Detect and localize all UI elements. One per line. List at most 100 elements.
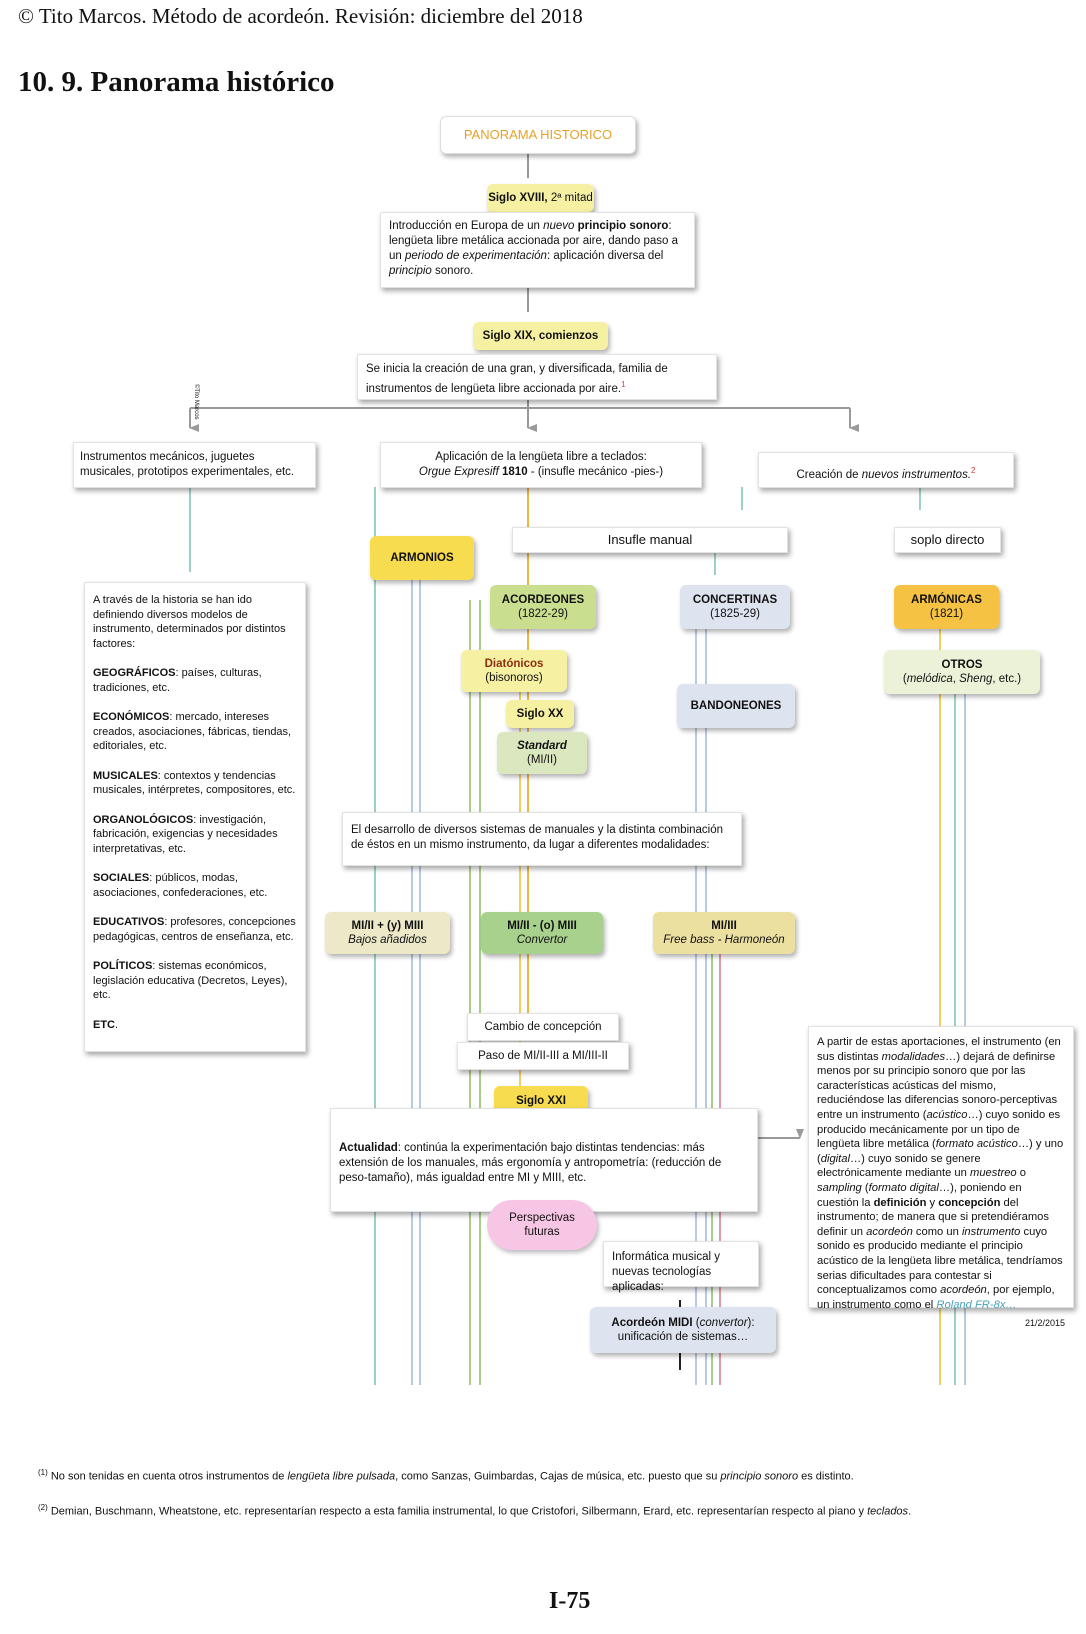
- footnote-text: lengüeta libre pulsada: [287, 1470, 396, 1483]
- otros-text: , etc.): [992, 673, 1022, 685]
- page-header: © Tito Marcos. Método de acordeón. Revis…: [18, 4, 583, 28]
- bandoneones-node: BANDONEONES: [677, 684, 795, 728]
- midi-text: convertor: [699, 1317, 748, 1329]
- partir-text: del instrumento; de manera que si preten…: [817, 1196, 1049, 1238]
- factor-key: ORGANOLÓGICOS: [93, 813, 194, 826]
- partir-text: …) cuyo sonido es producido mecánicament…: [817, 1108, 1061, 1151]
- actualidad-key: Actualidad: [339, 1142, 398, 1154]
- standard-sub: (MI/II): [526, 754, 558, 766]
- partir-text: acordeón: [940, 1284, 987, 1297]
- concertinas-label: CONCERTINAS: [692, 594, 778, 606]
- intro-text: sonoro.: [431, 265, 474, 277]
- armonicas-year: (1821): [929, 608, 964, 620]
- siglo-xix-text-box: Se inicia la creación de una gran, y div…: [357, 354, 717, 400]
- intro-text: Introducción en Europa de un: [389, 220, 544, 232]
- factor-key: GEOGRÁFICOS: [93, 667, 176, 679]
- section-title: 10. 9. Panorama histórico: [18, 66, 335, 98]
- partir-text: instrumento: [961, 1225, 1021, 1238]
- partir-text: digital: [820, 1152, 850, 1165]
- factor-key: MUSICALES: [93, 769, 158, 782]
- partir-text: …) cuyo sonido se genere electrónicament…: [817, 1152, 981, 1180]
- partir-date: 21/2/2015: [1024, 1318, 1065, 1329]
- otros-text: melódica: [906, 673, 953, 685]
- partir-text: acústico: [926, 1108, 968, 1121]
- partir-text: concepción: [938, 1196, 1001, 1209]
- partir-text: sampling: [817, 1181, 862, 1194]
- factor-value: : profesores, concepciones pedagógicas, …: [93, 916, 296, 943]
- intro-text: principio: [389, 265, 432, 277]
- otros-label: OTROS: [941, 659, 983, 671]
- acordeones-node: ACORDEONES (1822-29): [490, 585, 596, 629]
- footnote-1-marker: (1): [38, 1468, 48, 1477]
- factor-value: : sistemas económicos, legislación educa…: [93, 960, 288, 1001]
- footnote-text: No son tenidas en cuenta otros instrumen…: [47, 1470, 288, 1483]
- siglo-xviii-rest: 2ª mitad: [547, 192, 593, 204]
- modalidad-freebass-label: MI/III: [711, 920, 737, 932]
- concertinas-node: CONCERTINAS (1825-29): [680, 585, 790, 629]
- siglo-xviii-badge: Siglo XVIII, 2ª mitad: [487, 184, 594, 212]
- armonicas-node: ARMÓNICAS (1821): [894, 585, 999, 629]
- factor-key: SOCIALES: [93, 872, 150, 884]
- footnote-text: , como Sanzas, Guimbardas, Cajas de músi…: [395, 1470, 721, 1483]
- intro-text: : lengüeta libre metálica accionada por …: [389, 220, 678, 262]
- footnote-ref-1[interactable]: 1: [621, 380, 626, 389]
- modalidad-bajos-sub: Bajos añadidos: [348, 934, 427, 946]
- modalidad-bajos-label: MI/II + (y) MIII: [351, 920, 424, 932]
- paso-box: Paso de MI/II-III a MI/III-II: [457, 1042, 629, 1070]
- factor-key: ECONÓMICOS: [93, 711, 170, 723]
- diatonicos-node: Diatónicos (bisonoros): [461, 650, 567, 692]
- partir-text: formato acústico: [935, 1138, 1018, 1151]
- teclados-box: Aplicación de la lengüeta libre a teclad…: [380, 442, 702, 488]
- factor-value: : contextos y tendencias musicales, inté…: [93, 769, 296, 797]
- desarrollo-box: El desarrollo de diversos sistemas de ma…: [342, 812, 742, 866]
- intro-text: periodo de experimentación: [405, 250, 547, 262]
- teclados-year: 1810: [498, 466, 528, 478]
- intro-text: principio sonoro: [577, 220, 669, 232]
- roland-link[interactable]: Roland FR-8x…: [936, 1298, 1017, 1311]
- modalidad-convertor-node: MI/II - (o) MIII Convertor: [481, 912, 603, 954]
- footnote-ref-2[interactable]: 2: [971, 466, 976, 475]
- factor-value: : investigación, fabricación, exigencias…: [93, 813, 278, 855]
- modalidad-freebass-sub: Free bass - Harmoneón: [663, 934, 785, 946]
- factores-box: A través de la historia se han ido defin…: [84, 582, 306, 1052]
- otros-text: (: [902, 673, 907, 685]
- factor-value: : mercado, intereses creados, asociacion…: [93, 711, 292, 752]
- informatica-box: Informática musical y nuevas tecnologías…: [603, 1241, 759, 1293]
- standard-node: Standard (MI/II): [497, 732, 587, 774]
- footnote-1: (1) No son tenidas en cuenta otros instr…: [38, 1468, 854, 1483]
- nuevos-text: Creación de: [796, 468, 862, 481]
- intro-text: : aplicación diversa del: [546, 250, 664, 262]
- root-node: PANORAMA HISTORICO: [440, 116, 636, 154]
- partir-text: como un: [912, 1225, 962, 1238]
- factor-key: EDUCATIVOS: [93, 916, 165, 928]
- factor-key: ETC: [93, 1018, 115, 1031]
- midi-line2: unificación de sistemas…: [617, 1331, 749, 1343]
- footnote-text: .: [908, 1505, 912, 1518]
- soplo-directo-box: soplo directo: [894, 527, 1001, 553]
- partir-text: , por ejemplo, un instrumento como el: [817, 1284, 1055, 1311]
- siglo-xix-text: Se inicia la creación de una gran, y div…: [366, 363, 668, 395]
- acordeones-year: (1822-29): [518, 608, 568, 620]
- siglo-xix-badge: Siglo XIX, comienzos: [473, 322, 608, 350]
- footnote-text: Demian, Buschmann, Wheatstone, etc. repr…: [47, 1505, 868, 1518]
- otros-text: Sheng: [959, 673, 993, 685]
- standard-label: Standard: [517, 740, 567, 752]
- armonicas-label: ARMÓNICAS: [911, 594, 982, 606]
- footnote-text: principio sonoro: [720, 1470, 799, 1483]
- midi-text: (: [692, 1317, 700, 1329]
- factores-intro: A través de la historia se han ido defin…: [93, 594, 286, 650]
- otros-node: OTROS (melódica, Sheng, etc.): [884, 650, 1040, 694]
- perspectivas-cloud: Perspectivas futuras: [487, 1200, 597, 1250]
- modalidad-convertor-label: MI/II - (o) MIII: [507, 920, 577, 932]
- actualidad-box: Actualidad: continúa la experimentación …: [330, 1108, 758, 1212]
- partir-text: formato digital: [868, 1181, 939, 1194]
- actualidad-text: : continúa la experimentación bajo disti…: [339, 1142, 722, 1184]
- factor-value: : países, culturas, tradiciones, etc.: [93, 667, 262, 694]
- factor-value: .: [115, 1018, 119, 1031]
- partir-text: modalidades: [881, 1050, 946, 1063]
- partir-text: A partir de estas aportaciones, el instr…: [817, 1036, 1061, 1063]
- partir-text: o: [1016, 1167, 1026, 1180]
- intro-box: Introducción en Europa de un nuevo princ…: [380, 212, 695, 288]
- diatonicos-label: Diatónicos: [484, 658, 544, 670]
- partir-text: (: [861, 1181, 869, 1194]
